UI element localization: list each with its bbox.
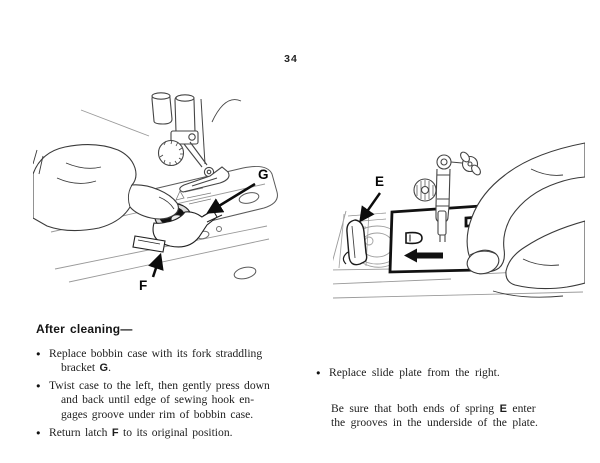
bullet-dot: ● [36,348,41,358]
hand-left [33,144,180,232]
slide-plate-illustration [333,142,585,299]
figure-bobbin-case: G F [33,86,283,310]
figure-slide-plate: E [333,141,585,313]
needle-bar-assembly [151,92,242,193]
slide-plate-section: ● Replace slide plate from the right. Be… [316,366,594,431]
note-text: Be sure that both ends of spring E enter… [331,401,538,430]
bobbin-case-illustration [33,92,278,283]
arrow-to-spring-E [359,192,381,223]
bullet-dot: ● [36,427,41,437]
page-number: 34 [284,53,298,65]
spring [342,219,368,266]
slide-plate [388,204,483,274]
bullet-item: ● Replace bobbin case with its fork stra… [36,347,304,376]
bullet-text: Replace slide plate from the right. [329,366,500,379]
presser-foot-assembly [413,151,481,242]
label-G: G [258,167,269,182]
bullet-text: Return latch F to its original position. [49,425,233,439]
arrow-to-bracket-G [206,182,256,214]
bullet-item: ● Replace slide plate from the right. [316,366,594,381]
label-F: F [139,278,148,293]
bullet-item: ● Return latch F to its original positio… [36,426,304,441]
bullet-text: Replace bobbin case with its fork stradd… [49,346,263,375]
section-heading: After cleaning— [36,322,133,336]
label-E: E [375,174,385,189]
bullet-dot: ● [36,380,41,390]
arrow-to-latch-F [148,252,164,278]
hand-right [466,142,585,298]
pointer-arrows [148,182,256,278]
after-cleaning-section: After cleaning— ● Replace bobbin case wi… [36,322,304,443]
bullet-text: Twist case to the left, then gently pres… [49,378,270,421]
slide-direction-arrow [404,248,443,263]
bullet-item: ● Twist case to the left, then gently pr… [36,379,304,423]
note-block: Be sure that both ends of spring E enter… [331,402,594,431]
bullet-dot: ● [316,368,321,377]
